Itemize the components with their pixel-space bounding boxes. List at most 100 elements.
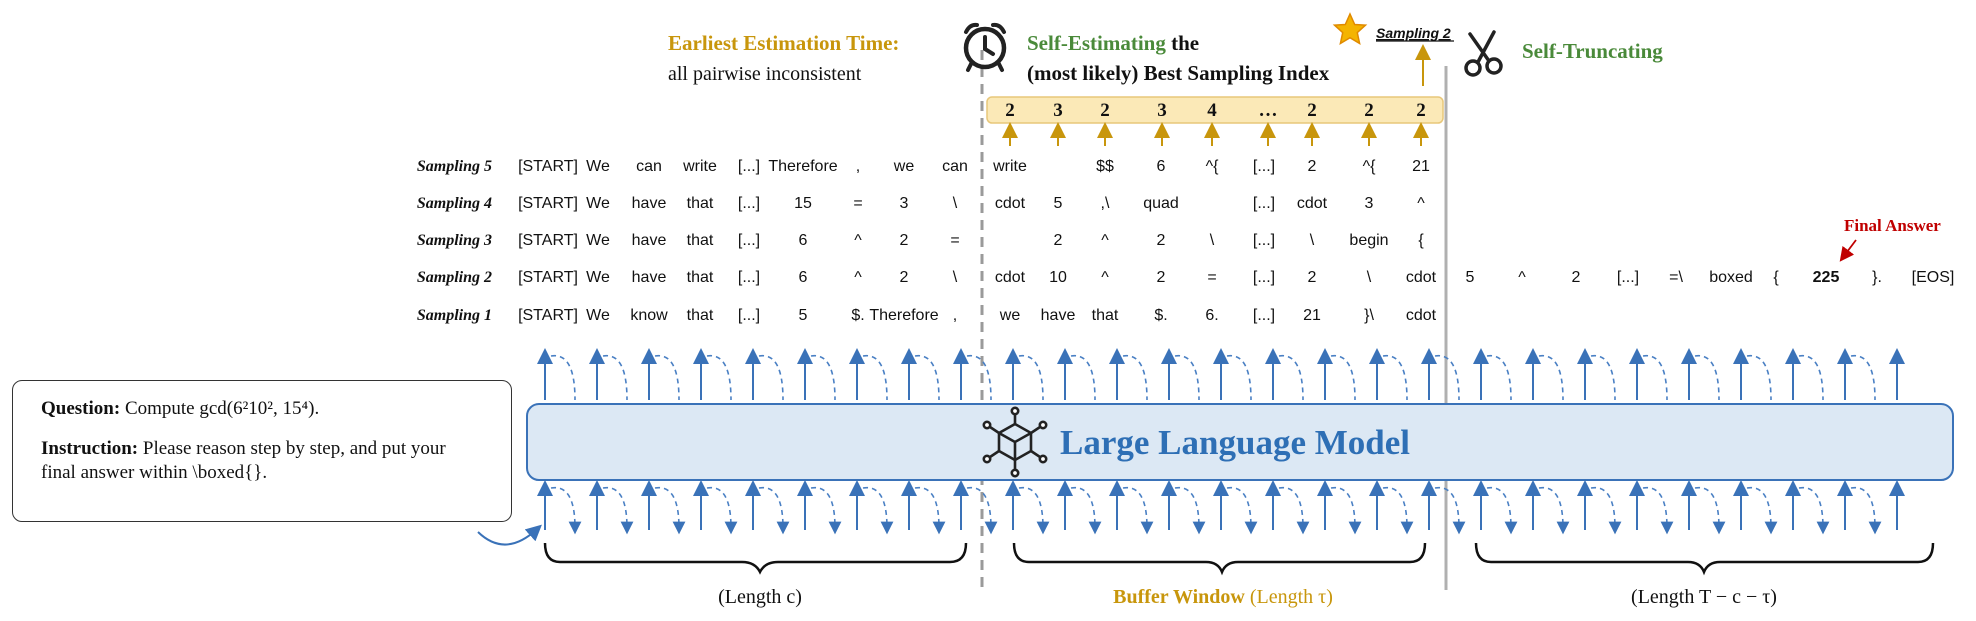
feedback-curve (1278, 354, 1304, 401)
token: have (632, 195, 667, 212)
token: 5 (1054, 195, 1063, 212)
feedback-curve (1018, 354, 1044, 401)
token: [...] (738, 307, 760, 324)
feedback-curve (810, 486, 842, 535)
estimate-value: 3 (1053, 100, 1063, 121)
feedback-curve (1174, 486, 1206, 535)
feedback-curve (1174, 354, 1200, 401)
token: 6 (1157, 158, 1166, 175)
feedback-curve (966, 354, 992, 401)
token: have (1041, 307, 1076, 324)
token: have (632, 232, 667, 249)
feedback-curve (1694, 354, 1720, 401)
question-box: Question: Compute gcd(6²10², 15⁴). Instr… (12, 380, 512, 522)
token: ^{ (1206, 158, 1220, 175)
estimate-value: 2 (1005, 100, 1015, 121)
token-arrows (537, 348, 1905, 535)
token: write (682, 158, 717, 175)
sampling-label: Sampling 4 (417, 195, 492, 212)
network-cube-icon (982, 406, 1048, 478)
feedback-curve (550, 486, 582, 535)
earliest-subtitle: all pairwise inconsistent (668, 63, 862, 85)
feedback-curve (654, 486, 686, 535)
token: [...] (1617, 269, 1639, 286)
token: ^ (1101, 232, 1109, 249)
question-to-model-arrow (477, 524, 542, 546)
token: 2 (900, 269, 909, 286)
token: 2 (1157, 269, 1166, 286)
token: [START] (518, 158, 578, 175)
brace-remaining (1474, 542, 1935, 576)
token: \ (1367, 269, 1372, 286)
feedback-curve (1226, 486, 1258, 535)
token: 15 (794, 195, 812, 212)
feedback-curve (706, 486, 738, 535)
feedback-curve (602, 486, 634, 535)
feedback-curve (810, 354, 836, 401)
token: 2 (1308, 269, 1317, 286)
token: 5 (799, 307, 808, 324)
feedback-curve (914, 486, 946, 535)
token: [...] (738, 195, 760, 212)
alarm-clock-icon (963, 22, 1007, 72)
token: }. (1872, 269, 1882, 286)
token: [...] (738, 158, 760, 175)
feedback-curve (758, 486, 790, 535)
feedback-curve (1486, 354, 1512, 401)
estimate-value: 2 (1364, 100, 1374, 121)
brace-length-c (543, 542, 968, 575)
self-truncating-title: Self-Truncating (1522, 39, 1663, 63)
token: $. (1154, 307, 1167, 324)
feedback-curve (706, 354, 732, 401)
scissors-icon (1464, 30, 1503, 77)
token: We (586, 158, 610, 175)
token: [...] (1253, 269, 1275, 286)
llm-label: Large Language Model (1060, 423, 1410, 462)
estimate-value: 2 (1100, 100, 1110, 121)
token: that (687, 269, 714, 286)
sampling-label: Sampling 3 (417, 232, 492, 249)
token: know (630, 307, 668, 324)
token: 3 (1365, 195, 1374, 212)
feedback-curve (654, 354, 680, 401)
feedback-curve (1070, 486, 1102, 535)
token: We (586, 307, 610, 324)
token: { (1418, 232, 1424, 249)
buffer-window-colored: Buffer Window (1113, 586, 1245, 608)
feedback-curve (1746, 354, 1772, 401)
token: ^ (1518, 269, 1526, 286)
feedback-curve (1330, 354, 1356, 401)
question-label: Question: (41, 398, 121, 419)
token: [...] (1253, 195, 1275, 212)
token: 21 (1303, 307, 1321, 324)
feedback-curve (914, 354, 940, 401)
token: cdot (1297, 195, 1328, 212)
token: \ (953, 195, 958, 212)
token: that (1092, 307, 1119, 324)
token: cdot (995, 195, 1026, 212)
sampling-label: Sampling 5 (417, 158, 492, 175)
token: we (999, 307, 1021, 324)
token: [START] (518, 232, 578, 249)
feedback-curve (1382, 354, 1408, 401)
token: ^ (1417, 195, 1425, 212)
final-answer-label: Final Answer (1844, 216, 1941, 235)
token: 21 (1412, 158, 1430, 175)
token: = (950, 232, 959, 249)
token: [EOS] (1912, 269, 1955, 286)
token: \ (1310, 232, 1315, 249)
token: [...] (738, 269, 760, 286)
token: 2 (1157, 232, 1166, 249)
feedback-curve (1538, 354, 1564, 401)
token: We (586, 232, 610, 249)
token: [START] (518, 195, 578, 212)
instruction-line: Instruction: Please reason step by step,… (41, 437, 483, 485)
token: cdot (995, 269, 1026, 286)
llm-band (526, 403, 1954, 481)
token: ^{ (1363, 158, 1377, 175)
token: that (687, 232, 714, 249)
token: { (1773, 269, 1779, 286)
